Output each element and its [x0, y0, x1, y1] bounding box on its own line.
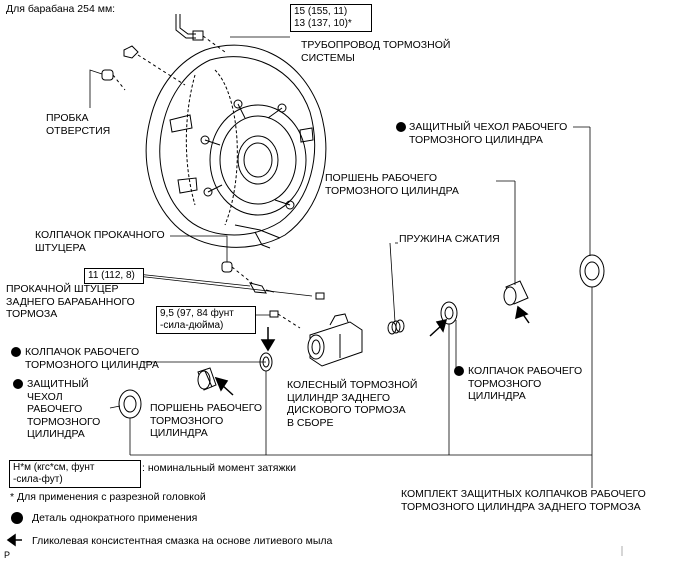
grease-arrow-icon	[429, 318, 448, 337]
legend-torque-box: Н*м (кгс*см, фунт -сила-фут)	[9, 460, 141, 488]
right-piston-label: ПОРШЕНЬ РАБОЧЕГО ТОРМОЗНОГО ЦИЛИНДРА	[325, 172, 459, 197]
right-cylinder-cap-label: КОЛПАЧОК РАБОЧЕГО ТОРМОЗНОГО ЦИЛИНДРА	[468, 365, 583, 402]
left-piston-label: ПОРШЕНЬ РАБОЧЕГО ТОРМОЗНОГО ЦИЛИНДРА	[150, 402, 263, 439]
drum-size-header: Для барабана 254 мм:	[6, 3, 116, 15]
single-use-icon	[454, 366, 464, 376]
grease-arrows	[6, 305, 530, 547]
cylinder-torque-box: 9,5 (97, 84 фунт -сила-дюйма)	[156, 306, 256, 334]
brake-line-fitting-drawing	[175, 14, 226, 53]
bleeder-torque-box: 11 (112, 8)	[84, 268, 144, 284]
grease-arrow-icon	[260, 327, 276, 352]
legend-torque-desc: : номинальный момент затяжки	[142, 462, 296, 474]
corner-mark: P	[4, 550, 11, 560]
grease-arrow-icon	[214, 376, 234, 396]
wheel-cylinder-label: КОЛЕСНЫЙ ТОРМОЗНОЙ ЦИЛИНДР ЗАДНЕГО ДИСКО…	[287, 379, 418, 429]
hole-plug-label: ПРОБКА ОТВЕРСТИЯ	[46, 112, 111, 137]
legend-single-use: Деталь однократного применения	[32, 512, 198, 524]
right-boot-label: ЗАЩИТНЫЙ ЧЕХОЛ РАБОЧЕГО ТОРМОЗНОГО ЦИЛИН…	[409, 121, 568, 146]
legend-slotted-note: * Для применения с разрезной головкой	[10, 491, 206, 503]
grease-arrow-icon	[6, 533, 22, 547]
brake-line-torque-box: 15 (155, 11) 13 (137, 10)*	[290, 4, 372, 32]
single-use-icon	[396, 122, 406, 132]
spring-drawing	[387, 319, 405, 335]
legend-grease: Гликолевая консистентная смазка на основ…	[32, 535, 333, 547]
grease-arrow-icon	[515, 305, 530, 324]
left-boot-label: ЗАЩИТНЫЙ ЧЕХОЛ РАБОЧЕГО ТОРМОЗНОГО ЦИЛИН…	[27, 378, 101, 440]
single-use-icon	[11, 347, 21, 357]
backing-plate-drawing	[145, 44, 327, 249]
spring-label: ПРУЖИНА СЖАТИЯ	[399, 233, 500, 245]
single-use-icon	[13, 379, 23, 389]
wheel-cylinder-drawing	[307, 313, 363, 367]
brake-line-label: ТРУБОПРОВОД ТОРМОЗНОЙ СИСТЕМЫ	[301, 39, 451, 64]
bleeder-plug-label: ПРОКАЧНОЙ ШТУЦЕР ЗАДНЕГО БАРАБАННОГО ТОР…	[6, 283, 135, 320]
leader-lines	[89, 36, 593, 488]
bleeder-cap-label: КОЛПАЧОК ПРОКАЧНОГО ШТУЦЕРА	[35, 229, 165, 254]
single-use-icon	[11, 512, 23, 524]
hole-plugs-drawing	[101, 45, 186, 91]
single-use-marks	[11, 122, 464, 524]
kit-label: КОМПЛЕКТ ЗАЩИТНЫХ КОЛПАЧКОВ РАБОЧЕГО ТОР…	[401, 488, 646, 513]
left-cylinder-cap-label: КОЛПАЧОК РАБОЧЕГО ТОРМОЗНОГО ЦИЛИНДРА	[25, 346, 159, 371]
